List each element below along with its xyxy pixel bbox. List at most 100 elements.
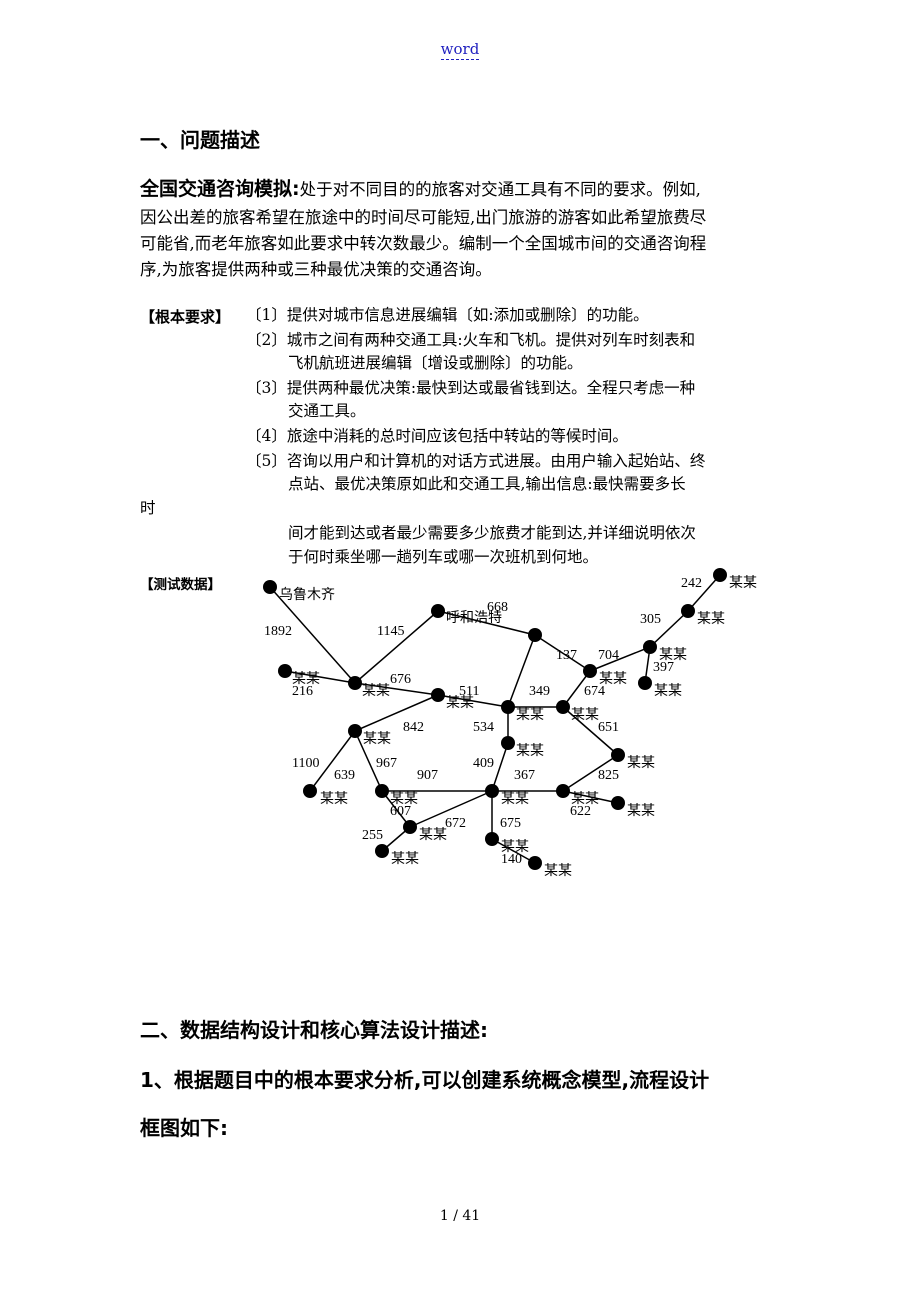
req-2b: 飞机航班进展编辑〔增设或删除〕的功能。	[288, 354, 583, 372]
edge	[354, 730, 383, 792]
edge-weight: 607	[390, 804, 411, 819]
edge-weight: 1892	[264, 624, 292, 639]
test-data-label: 【测试数据】	[140, 577, 221, 593]
req-1: 〔1〕提供对城市信息进展编辑〔如:添加或删除〕的功能。	[246, 306, 649, 324]
page-total: 41	[462, 1208, 481, 1224]
node-label: 某某	[446, 695, 474, 711]
city-node	[375, 784, 389, 798]
city-node	[611, 748, 625, 762]
req-5a: 〔5〕咨询以用户和计算机的对话方式进展。由用户输入起始站、终	[246, 452, 706, 470]
node-label-hohhot: 呼和浩特	[446, 610, 502, 626]
edge	[649, 610, 689, 648]
node-label-urumqi: 乌鲁木齐	[279, 587, 335, 603]
req-4: 〔4〕旅途中消耗的总时间应该包括中转站的等候时间。	[246, 427, 628, 445]
node-label: 某某	[391, 851, 419, 867]
city-node	[278, 664, 292, 678]
intro-line2: 因公出差的旅客希望在旅途中的时间尽可能短,出门旅游的游客如此希望旅费尽	[140, 208, 707, 227]
edge-weight: 674	[584, 684, 605, 699]
node-label: 某某	[627, 803, 655, 819]
header-link-text[interactable]: word	[440, 40, 480, 60]
city-node	[501, 736, 515, 750]
edge	[507, 634, 536, 708]
edge-weight: 216	[292, 684, 313, 699]
node-label: 某某	[654, 683, 682, 699]
city-node	[431, 604, 445, 618]
node-label: 某某	[571, 791, 599, 807]
city-node	[303, 784, 317, 798]
city-node	[403, 820, 417, 834]
node-label: 某某	[501, 791, 529, 807]
edge-weight: 675	[500, 816, 521, 831]
edge	[354, 694, 439, 732]
edge-weight: 242	[681, 576, 702, 591]
edge-weight: 668	[487, 600, 508, 615]
edge-weight: 622	[570, 804, 591, 819]
edge-weight: 305	[640, 612, 661, 627]
edge	[381, 790, 411, 828]
req-3a: 〔3〕提供两种最优决策:最快到达或最省钱到达。全程只考虑一种	[246, 379, 696, 397]
city-node	[485, 784, 499, 798]
edge-weight: 1100	[292, 756, 319, 771]
section2-heading: 二、数据结构设计和核心算法设计描述:	[140, 1018, 488, 1042]
edge-weight: 409	[473, 756, 494, 771]
edge	[589, 646, 651, 672]
edge-weight: 704	[598, 648, 619, 663]
edge-weight: 825	[598, 768, 619, 783]
edge-weight: 651	[598, 720, 619, 735]
edge	[309, 730, 356, 792]
req-5-wrap: 时	[140, 499, 156, 517]
city-node	[681, 604, 695, 618]
page-separator: /	[453, 1208, 458, 1224]
intro-line1: 处于对不同目的的旅客对交通工具有不同的要求。例如,	[299, 180, 701, 199]
edge	[409, 790, 493, 828]
city-node	[501, 700, 515, 714]
edge-weight: 140	[501, 852, 522, 867]
node-label: 某某	[362, 683, 390, 699]
edge-weight: 639	[334, 768, 355, 783]
edge-weight: 137	[556, 648, 577, 663]
node-label: 某某	[627, 755, 655, 771]
req-5d: 于何时乘坐哪一趟列车或哪一次班机到何地。	[288, 548, 599, 566]
edge-weight: 511	[459, 684, 479, 699]
req-2a: 〔2〕城市之间有两种交通工具:火车和飞机。提供对列车时刻表和	[246, 331, 696, 349]
city-node	[713, 568, 727, 582]
city-node	[263, 580, 277, 594]
edge	[562, 670, 591, 708]
city-node	[556, 700, 570, 714]
city-node	[375, 844, 389, 858]
edge	[687, 574, 721, 612]
edge-weight: 349	[529, 684, 550, 699]
graph-nodes	[263, 568, 727, 870]
node-label: 某某	[516, 707, 544, 723]
section2-sub1-line2: 框图如下:	[140, 1116, 228, 1140]
req-3b: 交通工具。	[288, 402, 366, 420]
intro-title: 全国交通咨询模拟:	[140, 178, 300, 200]
intro-line3: 可能省,而老年旅客如此要求中转次数最少。编制一个全国城市间的交通咨询程	[140, 234, 707, 253]
city-node	[583, 664, 597, 678]
req-5b: 点站、最优决策原如此和交通工具,输出信息:最快需要多长	[288, 475, 686, 493]
node-label: 某某	[544, 863, 572, 879]
edge	[284, 670, 356, 684]
intro-line4: 序,为旅客提供两种或三种最优决策的交通咨询。	[140, 260, 492, 279]
city-node	[638, 676, 652, 690]
city-node	[611, 796, 625, 810]
node-label: 某某	[697, 611, 725, 627]
edge-weight: 397	[653, 660, 674, 675]
page-number: 1 / 41	[0, 1208, 920, 1224]
header-word-link[interactable]: word	[0, 40, 920, 60]
edge-weight: 534	[473, 720, 494, 735]
node-label: 某某	[419, 827, 447, 843]
edge	[562, 706, 619, 756]
section2-sub1-line1: 1、根据题目中的根本要求分析,可以创建系统概念模型,流程设计	[140, 1068, 710, 1092]
node-label: 某某	[320, 791, 348, 807]
edge	[562, 754, 619, 792]
edge-weights: 1892 1145 668 242 305 137 704 397 216 67…	[264, 576, 702, 867]
node-label: 某某	[363, 731, 391, 747]
edge	[354, 610, 439, 684]
edge	[491, 742, 509, 792]
city-node	[485, 832, 499, 846]
edge-weight: 907	[417, 768, 438, 783]
requirements-label: 【根本要求】	[140, 308, 231, 326]
edge	[562, 790, 619, 804]
edge-weight: 255	[362, 828, 383, 843]
